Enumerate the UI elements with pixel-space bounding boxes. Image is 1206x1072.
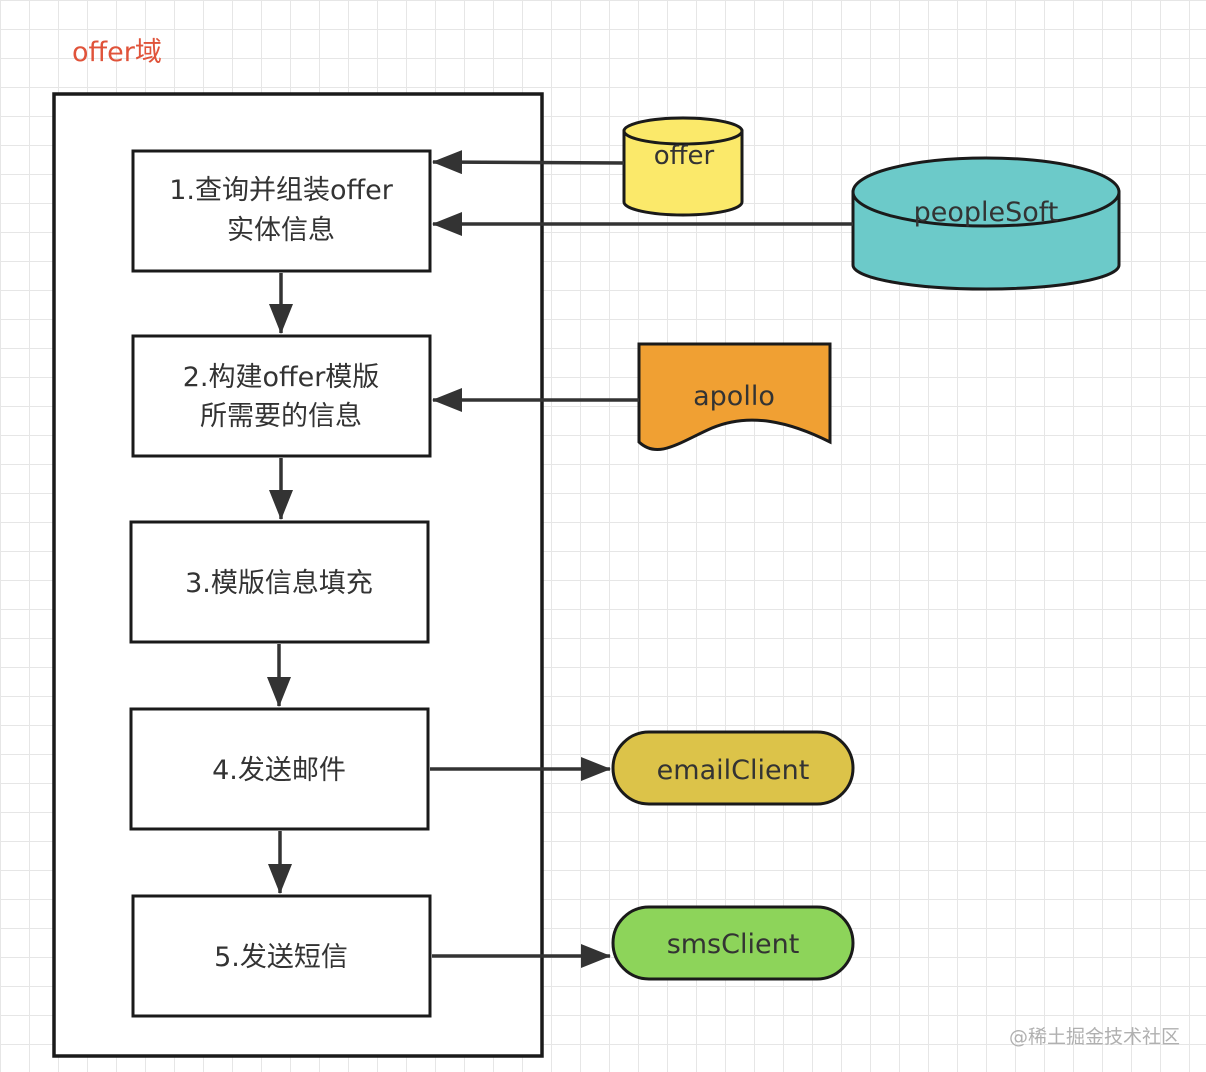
email-client-label: emailClient (657, 755, 810, 786)
sms-client-shape (611, 905, 855, 981)
step-2-line-1: 2.构建offer模版 (183, 362, 380, 393)
offer-database-label: offer (654, 141, 715, 171)
apollo-document[interactable]: apollo (637, 342, 832, 452)
step-box-2[interactable]: 2.构建offer模版 所需要的信息 (131, 334, 432, 458)
step-4-line-1: 4.发送邮件 (212, 755, 346, 786)
email-client-shape (611, 730, 855, 806)
step-box-4[interactable]: 4.发送邮件 (129, 707, 430, 831)
offer-database-top (622, 116, 744, 146)
step-2-line-2: 所需要的信息 (200, 401, 362, 432)
step-5-line-1: 5.发送短信 (214, 942, 348, 973)
step-1-line-1: 1.查询并组装offer (169, 175, 393, 206)
step-box-3[interactable]: 3.模版信息填充 (129, 520, 430, 644)
step-box-5[interactable]: 5.发送短信 (131, 894, 432, 1018)
peoplesoft-database-top (851, 156, 1121, 228)
domain-title: offer域 (72, 37, 162, 68)
apollo-document-label: apollo (693, 381, 775, 412)
offer-database-body (622, 129, 744, 217)
watermark: @稀土掘金技术社区 (1008, 1026, 1180, 1048)
arrow-offer-db-to-step1 (432, 150, 625, 175)
sms-client[interactable]: smsClient (611, 905, 855, 981)
sms-client-label: smsClient (667, 929, 800, 960)
peoplesoft-database[interactable]: peopleSoft (851, 156, 1121, 291)
step-1-line-2: 实体信息 (227, 215, 335, 246)
step-box-1[interactable]: 1.查询并组装offer 实体信息 (131, 149, 432, 273)
offer-database[interactable]: offer (622, 116, 744, 217)
email-client[interactable]: emailClient (611, 730, 855, 806)
apollo-document-shape (637, 342, 832, 452)
peoplesoft-database-label: peopleSoft (914, 197, 1059, 228)
step-3-line-1: 3.模版信息填充 (185, 568, 373, 599)
